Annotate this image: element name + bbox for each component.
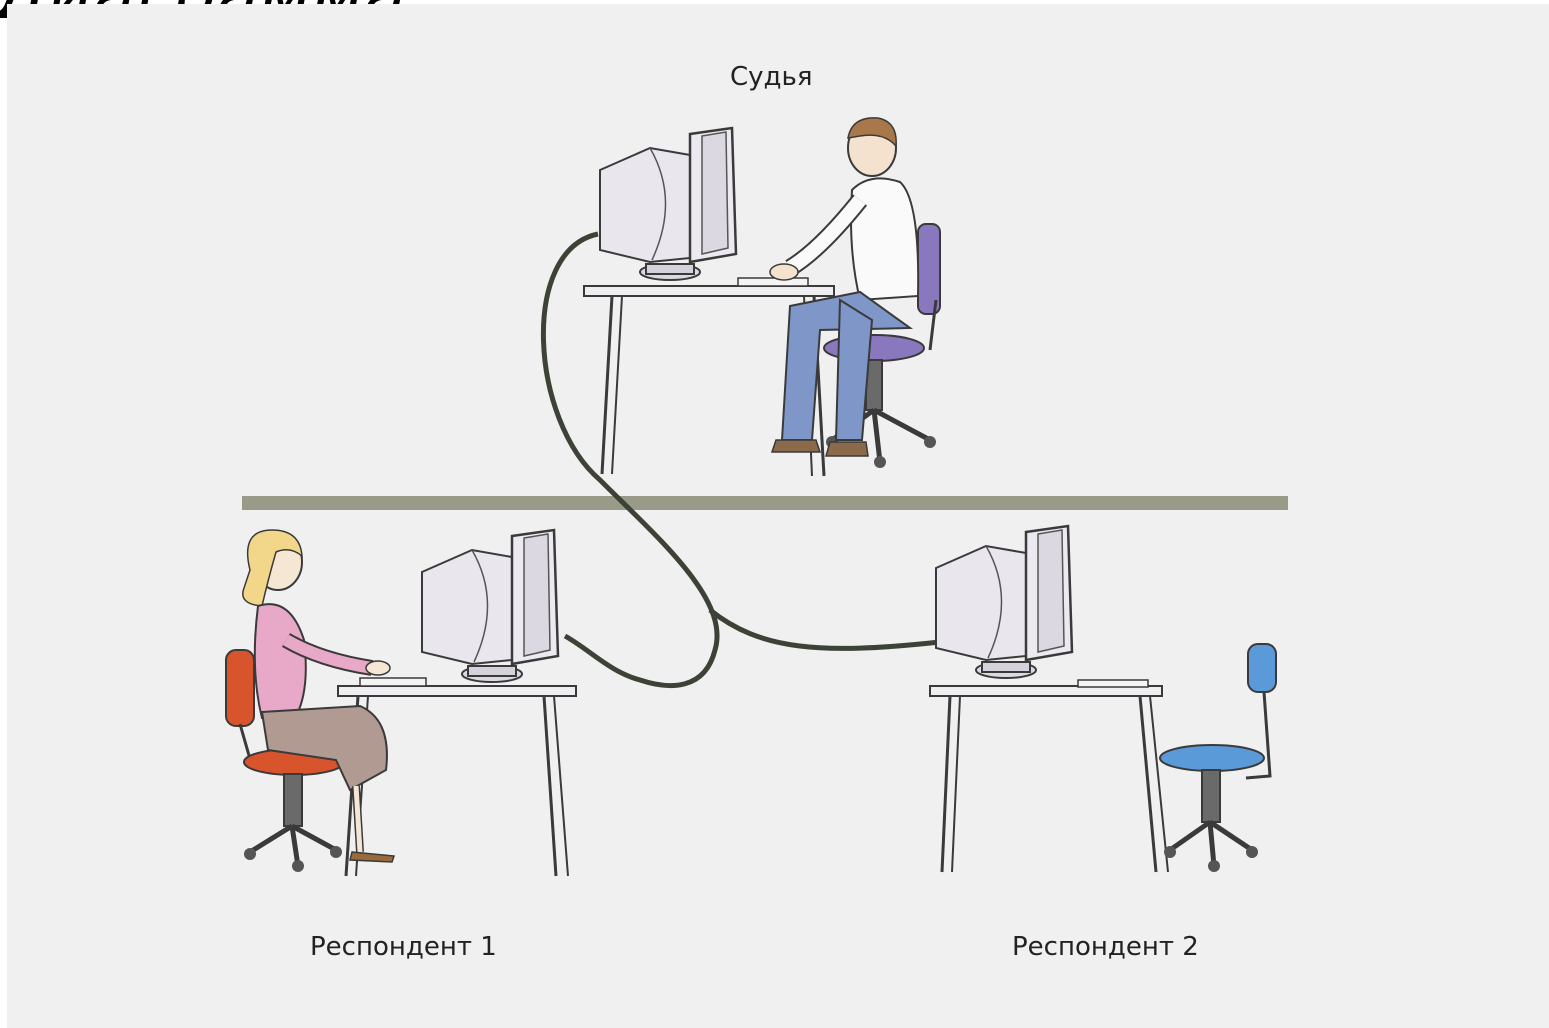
respondent1-station	[225, 528, 577, 877]
divider-bar	[242, 496, 1288, 510]
network-cable-right	[708, 608, 941, 651]
respondent2-label: Респондент 2	[1012, 932, 1199, 962]
respondent1-label: Респондент 1	[310, 932, 497, 962]
judge-label: Судья	[730, 62, 813, 92]
judge-station	[583, 117, 941, 477]
respondent2-station	[929, 524, 1277, 873]
diagram-panel	[7, 4, 1549, 1028]
network-cable	[540, 231, 720, 688]
